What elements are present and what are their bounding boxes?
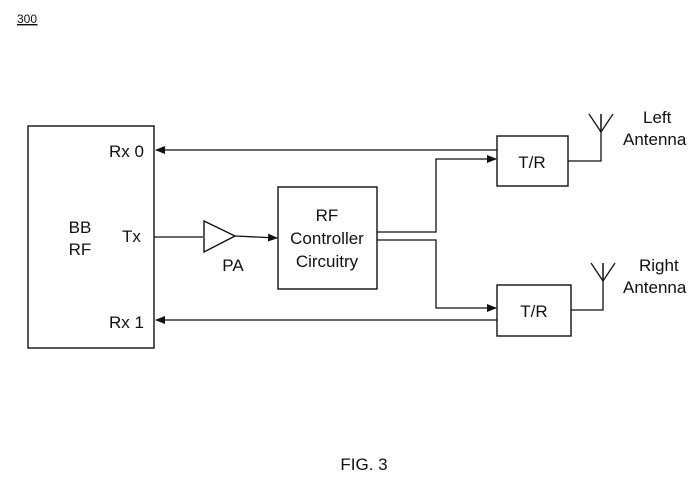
rf-controller-label-line1: RF (316, 206, 339, 225)
rf-controller-label-line3: Circuitry (296, 252, 359, 271)
right-antenna-label-line2: Antenna (623, 278, 687, 297)
figure-reference-number: 300 (17, 12, 37, 26)
rf-controller-block (277, 186, 378, 290)
right-antenna-icon (590, 262, 616, 282)
bb-rf-label-line2: RF (69, 240, 92, 259)
left-antenna-label-line1: Left (643, 108, 672, 127)
bb-rf-label-line1: BB (69, 218, 92, 237)
left-antenna-icon (588, 113, 614, 133)
controller-to-left-tr-arrow (377, 155, 497, 233)
right-antenna-feed-line (571, 263, 604, 311)
right-tr-label: T/R (520, 302, 547, 321)
pa-amplifier-symbol (203, 219, 237, 254)
right-antenna-label-line1: Right (639, 256, 679, 275)
port-rx0-label: Rx 0 (109, 142, 144, 161)
right-tr-switch-block (496, 284, 572, 337)
left-tr-label: T/R (518, 153, 545, 172)
pa-label: PA (222, 256, 244, 275)
figure-caption: FIG. 3 (340, 455, 387, 474)
left-antenna-label-line2: Antenna (623, 130, 687, 149)
left-tr-switch-block (496, 135, 569, 187)
pa-to-controller-arrow (234, 233, 278, 242)
port-tx-label: Tx (122, 227, 141, 246)
bb-rf-block (27, 125, 155, 349)
left-antenna-feed-line (568, 114, 602, 162)
rf-controller-label-line2: Controller (290, 229, 364, 248)
port-rx1-label: Rx 1 (109, 313, 144, 332)
controller-to-right-tr-arrow (377, 239, 497, 312)
